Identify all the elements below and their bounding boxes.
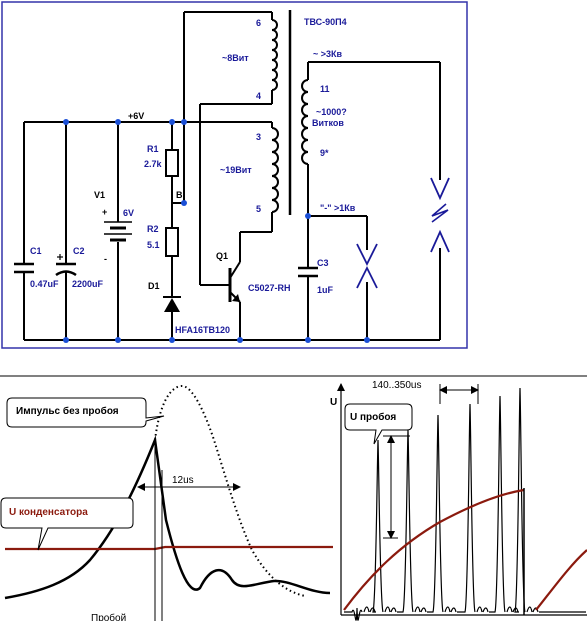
svg-text:Импульс без пробоя: Импульс без пробоя: [16, 405, 119, 417]
capacitor-c1: [14, 262, 34, 274]
spark-gap-high: [430, 177, 450, 253]
v1-plus: +: [102, 207, 107, 217]
q1-part: C5027-RH: [248, 283, 291, 293]
transistor-q1: [228, 261, 241, 303]
r1-value: 2.7k: [144, 159, 163, 169]
r2-value: 5.1: [147, 240, 160, 250]
secondary-pin-bottom: 9*: [320, 148, 329, 158]
secondary-turns-unit: Витков: [312, 118, 344, 128]
hv-output-label: ~ >3Кв: [313, 49, 343, 59]
c3-name: C3: [317, 258, 329, 268]
callout-breakdown: U пробоя: [344, 403, 413, 445]
waveform-right: U 140..350us U пробоя: [330, 380, 587, 621]
transformer-label: ТВС-90П4: [304, 17, 347, 27]
schematic: ТВС-90П4 ~ >3Кв 6 ~8Вит 4 3 ~19Вит 5 11 …: [1, 1, 468, 349]
v1-minus: -: [104, 254, 107, 264]
callout-no-breakdown: Импульс без пробоя: [6, 397, 165, 428]
c2-name: C2: [73, 246, 85, 256]
capacitor-c3: [298, 266, 318, 278]
d1-name: D1: [148, 281, 160, 291]
c2-value: 2200uF: [72, 279, 104, 289]
primary-turns: ~8Вит: [222, 53, 249, 63]
battery-v1: [104, 221, 132, 242]
v1-voltage: 6V: [123, 208, 134, 218]
breakdown-label: Пробой: [91, 612, 126, 621]
capacitor-c2: [55, 254, 77, 277]
r2-name: R2: [147, 224, 159, 234]
primary-winding: [271, 19, 278, 91]
pulse-no-breakdown-curve: [154, 384, 306, 597]
primary-pin-bottom: 4: [256, 91, 261, 101]
y-axis-label: U: [330, 397, 337, 408]
d1-part: HFA16TB120: [175, 325, 230, 335]
r1-name: R1: [147, 144, 159, 154]
secondary-winding: [301, 79, 309, 165]
period-label: 140..350us: [372, 380, 422, 391]
svg-text:U конденсатора: U конденсатора: [9, 507, 88, 518]
c1-value: 0.47uF: [30, 279, 59, 289]
resistor-r1: [165, 149, 179, 177]
waveform-left: 12us Импульс без пробоя U конденсатора П…: [0, 384, 333, 624]
feedback-pin-bottom: 5: [256, 204, 261, 214]
v1-name: V1: [94, 190, 105, 200]
resistor-r2: [165, 227, 179, 257]
c3-value: 1uF: [317, 285, 334, 295]
spike-train: [344, 387, 586, 621]
feedback-winding: [271, 127, 279, 213]
node-b-label: B: [176, 190, 183, 200]
secondary-turns: ~1000?: [316, 107, 347, 117]
supply-label: +6V: [128, 111, 144, 121]
feedback-pin-top: 3: [256, 132, 261, 142]
c1-name: C1: [30, 246, 42, 256]
primary-pin-top: 6: [256, 18, 261, 28]
callout-capacitor: U конденсатора: [0, 497, 134, 551]
capacitor-voltage-left: [5, 545, 333, 551]
svg-text:U пробоя: U пробоя: [350, 411, 396, 423]
spark-gap-low: [356, 243, 378, 289]
pulse-breakdown-curve: [4, 435, 331, 600]
junction-dots: [63, 119, 370, 343]
negative-output-label: "-" >1Кв: [320, 203, 356, 213]
schematic-frame: [1, 1, 468, 349]
diode-d1: [163, 296, 181, 312]
capacitor-voltage-right: [343, 488, 587, 611]
duration-label: 12us: [172, 475, 194, 486]
q1-name: Q1: [216, 251, 228, 261]
feedback-turns: ~19Вит: [220, 165, 252, 175]
secondary-pin-top: 11: [320, 84, 330, 94]
